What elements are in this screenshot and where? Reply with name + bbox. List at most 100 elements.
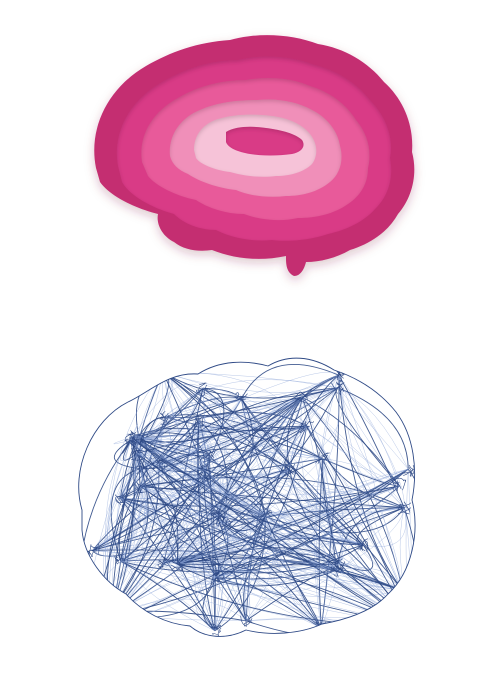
- network-knot: [323, 452, 330, 455]
- network-strand: [158, 464, 290, 480]
- network-knot: [401, 471, 409, 474]
- network-brain: [78, 357, 419, 637]
- network-strand: [139, 468, 205, 487]
- network-strand: [120, 498, 322, 629]
- network-knot: [130, 442, 136, 448]
- network-knot: [161, 415, 164, 420]
- network-knot: [121, 502, 125, 507]
- network-strand: [337, 387, 400, 487]
- network-strand: [110, 396, 303, 616]
- network-knot: [196, 389, 201, 394]
- network-knot: [158, 560, 169, 566]
- network-strand: [176, 468, 409, 565]
- network-knot: [133, 483, 140, 492]
- network-strand: [202, 387, 242, 400]
- network-knot: [417, 620, 419, 632]
- network-knot: [221, 516, 227, 530]
- network-knot: [194, 424, 204, 428]
- network-strand: [306, 425, 405, 508]
- network-knot: [139, 484, 146, 494]
- network-knot: [392, 478, 396, 485]
- network-strand: [197, 420, 216, 631]
- network-knot: [263, 512, 272, 520]
- network-knot: [358, 545, 366, 552]
- network-knot: [222, 576, 225, 579]
- network-knot: [209, 623, 219, 631]
- network-strand: [321, 458, 344, 629]
- network-strand: [337, 387, 409, 470]
- network-knot: [138, 440, 143, 445]
- network-knot: [132, 431, 144, 436]
- network-knot: [219, 518, 228, 528]
- network-strand: [131, 436, 266, 518]
- network-knot: [141, 464, 144, 472]
- network-knot: [114, 494, 122, 503]
- network-knot: [341, 565, 344, 572]
- network-knot: [202, 459, 216, 463]
- network-knot: [400, 506, 406, 508]
- network-strand: [162, 372, 266, 517]
- network-knot: [150, 457, 154, 466]
- network-knot: [300, 420, 311, 428]
- network-knot: [97, 543, 100, 554]
- network-strand: [245, 516, 266, 621]
- network-strand: [138, 425, 307, 441]
- network-knot: [339, 380, 343, 383]
- network-strand: [265, 375, 339, 517]
- network-knot: [212, 571, 221, 576]
- network-knot: [215, 579, 219, 583]
- network-strand: [162, 372, 266, 517]
- network-knot: [240, 615, 247, 627]
- network-strand: [176, 563, 340, 566]
- network-knot: [160, 365, 166, 374]
- network-knot: [159, 565, 164, 570]
- network-knot: [210, 510, 221, 515]
- network-knot: [131, 458, 143, 461]
- network-knot: [332, 558, 343, 563]
- network-knot: [203, 475, 209, 477]
- network-knot: [215, 577, 221, 582]
- network-strand: [289, 469, 341, 565]
- network-knot: [208, 451, 216, 463]
- network-knot: [163, 365, 170, 368]
- network-knot: [336, 381, 344, 392]
- network-strand: [119, 498, 216, 632]
- network-knot: [304, 399, 307, 402]
- network-strand: [338, 374, 405, 508]
- network-strand: [217, 515, 250, 621]
- network-knot: [210, 576, 214, 585]
- network-knot: [217, 513, 224, 521]
- network-knot: [138, 462, 145, 469]
- network-strand: [217, 515, 269, 518]
- network-knot: [395, 586, 399, 597]
- network-knot: [306, 425, 311, 428]
- network-knot: [217, 572, 221, 577]
- network-knot: [212, 633, 218, 636]
- network-knot: [210, 624, 221, 629]
- network-knot: [288, 463, 296, 475]
- network-knot: [294, 397, 300, 400]
- network-knot: [218, 520, 221, 526]
- network-knot: [214, 571, 218, 575]
- network-knot: [85, 633, 87, 637]
- network-knot: [156, 374, 162, 378]
- network-strand: [136, 453, 179, 565]
- paper-center-hole: [226, 126, 304, 156]
- network-knot: [243, 622, 248, 627]
- network-knot: [115, 556, 119, 564]
- network-knot: [262, 520, 272, 524]
- network-knot: [125, 440, 129, 444]
- network-knot: [156, 367, 166, 373]
- network-knot: [408, 624, 416, 633]
- network-strand: [403, 507, 413, 626]
- network-strand: [320, 375, 340, 629]
- network-knot: [137, 482, 141, 487]
- network-knot: [258, 518, 262, 523]
- network-strand: [165, 387, 338, 419]
- network-strand: [198, 420, 221, 631]
- network-strand: [240, 364, 339, 400]
- network-knot: [121, 557, 124, 560]
- network-knot: [397, 507, 412, 515]
- network-knot: [201, 388, 205, 394]
- network-knot: [158, 562, 162, 565]
